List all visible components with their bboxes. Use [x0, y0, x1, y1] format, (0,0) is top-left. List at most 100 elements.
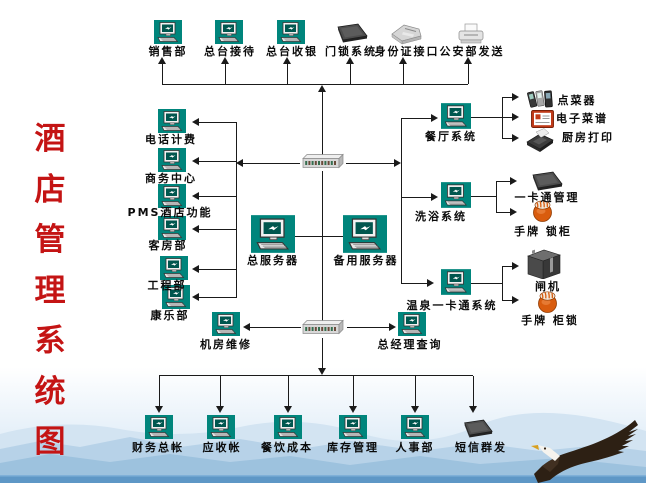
finance-ledger-label: 财务总帐 [132, 441, 184, 454]
computer-icon [398, 312, 426, 336]
arrowhead-icon [192, 293, 199, 301]
accounts-receivable-label: 应收帐 [202, 441, 242, 454]
turnstile-gate-icon [526, 247, 562, 279]
arrowhead-icon [512, 262, 519, 270]
computer-icon [207, 415, 235, 439]
computer-icon [441, 103, 471, 129]
connector-line [353, 376, 354, 406]
network-switch-icon [299, 153, 347, 172]
fnb-cost-label: 餐饮成本 [261, 441, 313, 454]
connector-line [287, 64, 288, 84]
connector-line [159, 376, 160, 406]
arrowhead-icon [399, 57, 407, 64]
arrowhead-icon [158, 57, 166, 64]
computer-icon [339, 415, 367, 439]
housekeeping-dept-label: 客房部 [148, 239, 188, 252]
printer-icon [456, 23, 486, 46]
arrowhead-icon [155, 406, 163, 413]
eagle-image [531, 420, 638, 483]
sms-modem-icon [458, 419, 494, 439]
arrowhead-icon [431, 193, 438, 201]
connector-line [401, 283, 427, 284]
arrowhead-icon [469, 406, 477, 413]
arrowhead-icon [512, 134, 519, 142]
computer-icon [441, 182, 471, 208]
sales-dept-label: 销售部 [148, 45, 188, 58]
connector-line [403, 64, 404, 84]
restaurant-system-label: 餐厅系统 [425, 130, 477, 143]
inventory-mgmt-label: 库存管理 [327, 441, 379, 454]
connector-line [162, 84, 468, 85]
connector-line [199, 229, 236, 230]
arrowhead-icon [192, 265, 199, 273]
network-switch-icon [299, 319, 347, 338]
door-lock-system-label: 门锁系统 [325, 45, 377, 58]
title-char: 管 [34, 222, 66, 258]
connector-line [243, 163, 300, 164]
bath-system-label: 洗浴系统 [415, 210, 467, 223]
computer-icon [441, 269, 471, 295]
connector-line [294, 236, 344, 237]
server-icon [343, 215, 387, 253]
main-server-label: 总服务器 [247, 254, 299, 267]
arrowhead-icon [510, 177, 517, 185]
id-card-reader-icon [388, 22, 424, 46]
connector-line [199, 196, 236, 197]
connector-line [496, 181, 510, 182]
connector-line [288, 376, 289, 406]
wristband-cabinet-lock-label: 手牌 柜锁 [521, 314, 579, 327]
hr-dept-label: 人事部 [395, 441, 435, 454]
hot-spring-card-system-label: 温泉一卡通系统 [406, 299, 498, 312]
front-desk-reception-label: 总台接待 [204, 45, 256, 58]
one-card-mgmt-label: 一卡通管理 [514, 191, 580, 204]
arrowhead-icon [192, 225, 199, 233]
connector-line [415, 376, 416, 406]
title-char: 店 [34, 171, 66, 208]
business-center-label: 商务中心 [145, 172, 197, 185]
pms-hotel-function-label: PMS酒店功能 [127, 206, 213, 219]
arrowhead-icon [216, 406, 224, 413]
arrowhead-icon [318, 85, 326, 92]
connector-line [468, 64, 469, 84]
connector-line [220, 376, 221, 406]
wristband-icon [535, 290, 560, 313]
backup-server-label: 备用服务器 [333, 254, 399, 267]
title-char: 理 [34, 272, 66, 309]
sms-broadcast-label: 短信群发 [455, 441, 507, 454]
computer-icon [154, 20, 182, 44]
computer-icon [160, 256, 188, 280]
arrowhead-icon [221, 57, 229, 64]
computer-icon [158, 109, 186, 133]
card-encoder-icon [526, 171, 564, 192]
connector-line [502, 117, 512, 118]
arrowhead-icon [389, 323, 396, 331]
kitchen-print-label: 厨房打印 [562, 131, 614, 144]
computer-icon [158, 216, 186, 240]
id-card-interface-label: 身份证接口 [374, 45, 440, 58]
computer-icon [212, 312, 240, 336]
arrowhead-icon [236, 159, 243, 167]
turnstile-label: 闸机 [535, 280, 561, 293]
connector-line [346, 163, 394, 164]
server-icon [251, 215, 295, 253]
computer-icon [215, 20, 243, 44]
computer-icon [158, 184, 186, 208]
connector-line [162, 64, 163, 84]
order-device-label: 点菜器 [557, 94, 597, 107]
arrowhead-icon [512, 113, 519, 121]
arrowhead-icon [411, 406, 419, 413]
connector-line [322, 338, 323, 368]
engineering-dept-label: 工程部 [147, 279, 187, 292]
door-lock-encoder-icon [331, 23, 369, 44]
connector-line [322, 91, 323, 155]
connector-line [471, 117, 502, 118]
arrowhead-icon [394, 159, 401, 167]
connector-line [502, 266, 512, 267]
arrowhead-icon [284, 406, 292, 413]
arrowhead-icon [510, 208, 517, 216]
connector-line [199, 122, 236, 123]
computer-icon [401, 415, 429, 439]
arrowhead-icon [349, 406, 357, 413]
arrowhead-icon [192, 118, 199, 126]
